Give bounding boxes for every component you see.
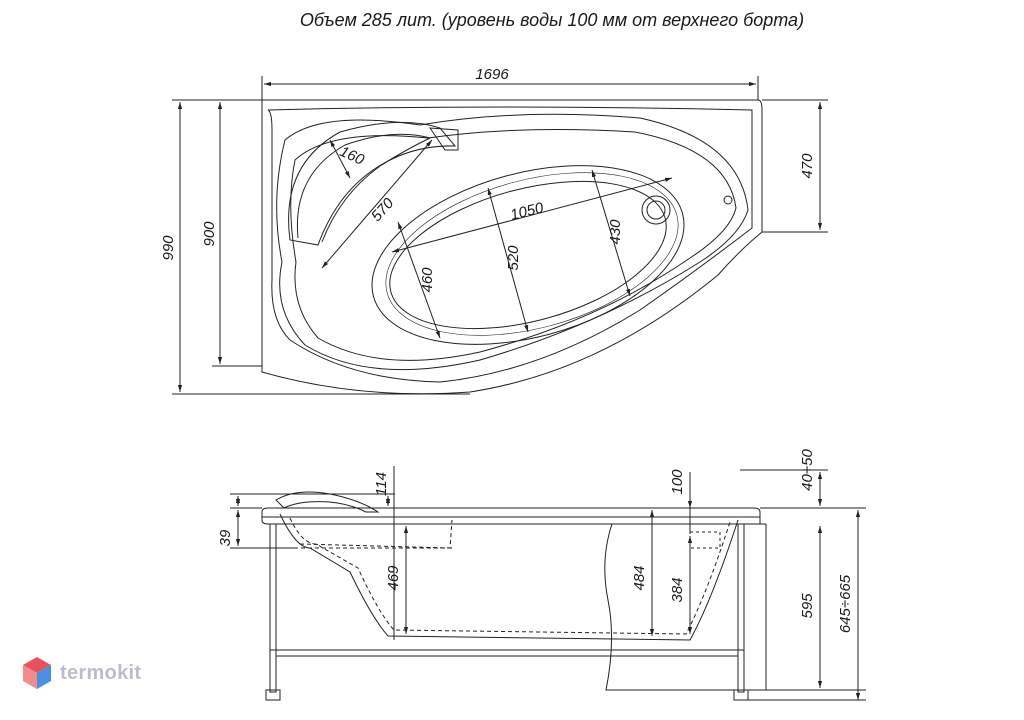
side-rim bbox=[261, 507, 761, 525]
dim-top-width: 1696 bbox=[475, 66, 509, 83]
page-title: Объем 285 лит. (уровень воды 100 мм от в… bbox=[299, 10, 805, 30]
bowl-outer bbox=[371, 165, 685, 345]
logo-text: termokit bbox=[60, 661, 142, 684]
dim-bowl-left: 460 bbox=[419, 267, 436, 293]
dim-height-595: 595 bbox=[799, 593, 816, 619]
dim-bowl-right: 430 bbox=[607, 219, 624, 245]
dim-depth-left: 469 bbox=[385, 565, 402, 591]
overflow bbox=[723, 195, 733, 205]
dim-bowl-length: 1050 bbox=[509, 199, 546, 224]
dim-leg-adjust: 40÷50 bbox=[799, 449, 816, 491]
top-outline bbox=[261, 99, 763, 395]
dim-rim: 39 bbox=[217, 529, 234, 546]
side-view bbox=[230, 466, 866, 701]
logo-cube-icon bbox=[23, 657, 51, 689]
top-rim bbox=[267, 106, 753, 383]
headrest bbox=[288, 121, 457, 246]
side-basin bbox=[279, 513, 739, 641]
dim-top-height-total: 990 bbox=[160, 235, 177, 261]
dim-seat: 570 bbox=[368, 195, 398, 225]
termokit-logo: termokit bbox=[22, 656, 141, 690]
side-headrest bbox=[275, 491, 380, 513]
drain bbox=[641, 195, 671, 225]
dim-right-side: 470 bbox=[799, 153, 816, 179]
dim-headrest-height: 114 bbox=[373, 472, 390, 496]
frame-leg-left bbox=[269, 523, 277, 693]
dim-top-height-inner: 900 bbox=[201, 221, 218, 247]
frame-leg-right bbox=[737, 523, 745, 693]
dim-water-level: 100 bbox=[669, 469, 686, 495]
dim-depth-total: 484 bbox=[631, 565, 648, 590]
basin-outline bbox=[276, 113, 749, 371]
dim-height-total: 645÷665 bbox=[837, 574, 854, 633]
dim-headrest: 160 bbox=[337, 143, 367, 169]
dim-bowl-width: 520 bbox=[505, 245, 522, 271]
top-view bbox=[172, 76, 828, 395]
dim-depth-right: 384 bbox=[669, 577, 686, 602]
